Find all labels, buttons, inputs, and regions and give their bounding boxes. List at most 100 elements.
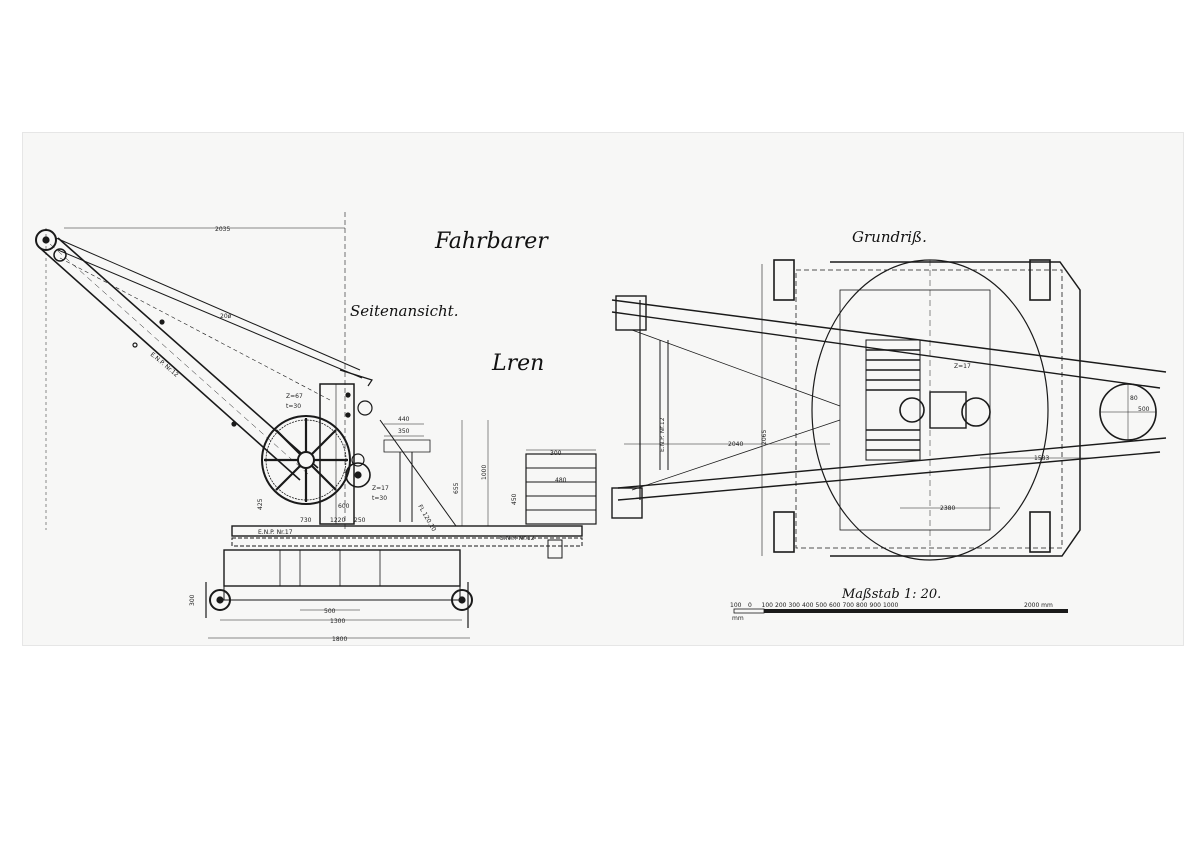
scale-bar-first-segment [733,608,765,614]
scale-tick-label: 800 [856,602,868,609]
rope-guide [339,369,373,387]
jib-tie-rod [55,237,363,379]
dim-beam-base-right: E.N.P. Nr.12 [500,535,535,542]
jib-rivet [231,421,237,427]
dim-1583: 1583 [1034,455,1049,462]
gear-housing [865,339,921,461]
platform-frame [839,289,991,531]
scale-tick-label: 300 [789,602,801,609]
scale-tick-label: 400 [802,602,814,609]
handwritten-note: Lren [491,351,544,376]
scale-start: 100 [730,602,742,609]
scale-tick-label: 100 [762,602,774,609]
small-gear-axle [354,471,362,479]
dim-300-height: 300 [189,594,196,606]
dim-reach: 2035 [215,226,230,233]
plan-jib-crossbar [659,340,669,470]
jib-guide-pulley [53,248,67,262]
scale-unit-left: mm [732,615,744,622]
dim-655: 655 [453,482,460,494]
plan-view: 2065 E.N.P. Nr.12 Z=17 80 50 [611,259,1167,561]
large-gear-wheel [261,415,351,505]
pulley-crosshair [1100,384,1156,440]
plan-jib-foot [611,487,643,519]
plan-gear-assembly: Z=17 [865,339,991,461]
dim-gear-t2: t=30 [372,495,387,502]
frame-bolt [345,412,351,418]
plan-view-label: Grundriß. [852,228,927,246]
dim-80: 80 [1130,395,1138,402]
bearing-block [383,439,431,453]
axle-frame [223,585,461,601]
dim-500: 500 [324,608,336,615]
scale-tick-label: 0 [748,602,752,609]
gear-teeth-plan [866,349,920,451]
dim-250: 250 [354,517,366,524]
wheel-axle [458,596,466,604]
wheel-forks [205,582,469,628]
dim-730: 730 [300,517,312,524]
platform-outline [830,261,1081,557]
plan-wheel [1029,259,1051,301]
base-beam-lower [231,537,583,547]
brake-wheel-plan [961,397,991,427]
plan-jib-lower [617,437,1167,501]
dim-350: 350 [398,428,410,435]
side-view: 2035 20ø E.N.P. Nr.12 Z=67 t=30 Z=17 t=3… [35,212,597,643]
brake-drum [357,400,373,416]
gear-hub [297,451,315,469]
drum-plan [899,397,925,423]
dim-gear-z2: Z=17 [372,485,389,492]
scale-tick-label: 500 [816,602,828,609]
base-beam-upper [231,525,583,537]
scale-tick-label: 900 [870,602,882,609]
hoist-rope [59,257,331,401]
jib-centerline [49,243,309,475]
dim-flat-bar: FL 120.10 [416,504,437,533]
wheel-axle [216,596,224,604]
undercarriage-plan [795,269,1063,549]
drawing-title: Fahrbarer [434,229,549,254]
dim-gear-plan: Z=17 [954,363,971,370]
dim-counterweight-width: 300 [550,450,562,457]
dim-1800: 1800 [332,636,347,643]
dim-jib-beam: E.N.P. Nr.12 [149,351,180,379]
support-post [399,452,413,522]
dim-gear-z1: Z=67 [286,393,303,400]
undercarriage-ribs [279,550,381,586]
small-gear [345,462,371,488]
scale-end: 2000 mm [1024,602,1053,609]
pinion [351,453,365,467]
jib-rivet [159,319,165,325]
dim-1000: 1000 [481,465,488,480]
beam-end-bracket [547,539,563,559]
winch-frame [319,383,355,525]
plan-jib-upper [611,299,1167,389]
plan-tie-rods [631,329,841,491]
counterweight-plates [526,467,596,511]
undercarriage-frame [223,549,461,587]
winch-box-plan [929,391,967,429]
dim-600: 600 [338,503,350,510]
wheel-left [209,589,231,611]
dim-2380: 2380 [940,505,955,512]
plan-wheel [773,511,795,553]
scale-tick-label: 1000 [883,602,898,609]
plan-wheel [1029,511,1051,553]
scale-tick-label: 200 [775,602,787,609]
dim-2065: 2065 [761,430,768,445]
dim-500-pulley: 500 [1138,406,1150,413]
dim-1300: 1300 [330,618,345,625]
dim-425: 425 [257,498,264,510]
dim-lines-top [384,423,424,437]
side-view-label: Seitenansicht. [350,302,458,320]
dim-450: 450 [511,493,518,505]
dim-2040: 2040 [728,441,743,448]
scale-label: Maßstab 1: 20. [841,587,941,602]
dim-440: 440 [398,416,410,423]
counterweight [525,453,597,525]
